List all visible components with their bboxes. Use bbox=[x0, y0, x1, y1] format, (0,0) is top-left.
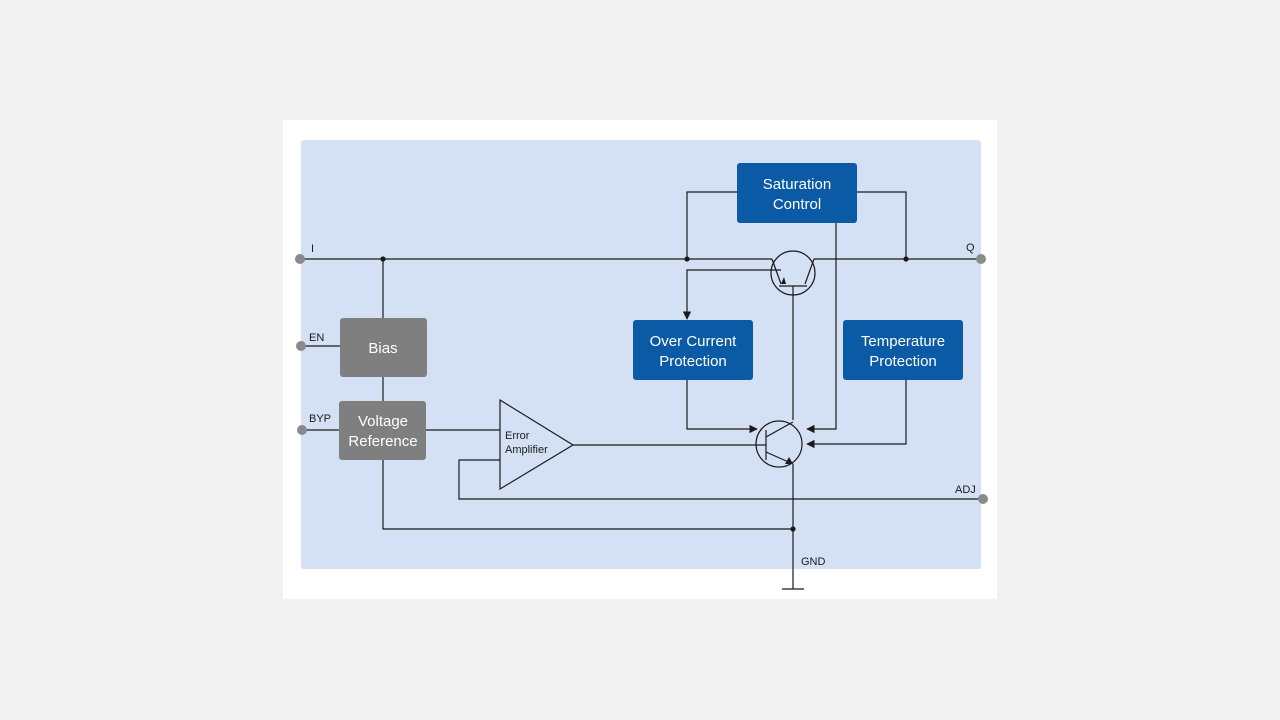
wire-ocp-to-drive bbox=[686, 380, 758, 434]
wire-adj-feedback bbox=[458, 459, 983, 500]
over-current-protection-block: Over Current Protection bbox=[633, 320, 753, 380]
drive-transistor bbox=[755, 420, 803, 468]
junction-dot bbox=[684, 256, 690, 262]
error-amplifier: Error Amplifier bbox=[499, 398, 575, 491]
wires bbox=[300, 191, 983, 590]
bias-block: Bias bbox=[340, 318, 427, 377]
pin-label-adj: ADJ bbox=[955, 484, 976, 496]
block-label: Reference bbox=[348, 433, 417, 450]
block-label: Protection bbox=[659, 353, 727, 370]
pin-label-i: I bbox=[311, 243, 314, 255]
block-label: Protection bbox=[869, 353, 937, 370]
pin-adj-terminal bbox=[978, 494, 988, 504]
pin-label-gnd: GND bbox=[801, 556, 826, 568]
pin-en-terminal bbox=[296, 341, 306, 351]
block-label: Over Current bbox=[650, 333, 738, 350]
junction-dot bbox=[790, 526, 796, 532]
wire-temp-to-drive bbox=[806, 380, 907, 449]
wire-sat-left bbox=[686, 191, 737, 259]
junction-dot bbox=[380, 256, 386, 262]
pin-terminals bbox=[295, 254, 988, 504]
wire-sense-to-ocp bbox=[682, 269, 781, 320]
pin-label-q: Q bbox=[966, 242, 975, 254]
pin-labels: I Q EN BYP ADJ GND bbox=[309, 242, 976, 568]
pin-i-terminal bbox=[295, 254, 305, 264]
block-label: Saturation bbox=[763, 176, 831, 193]
block-label: Temperature bbox=[861, 333, 945, 350]
pin-byp-terminal bbox=[297, 425, 307, 435]
block-label: Control bbox=[773, 196, 821, 213]
amplifier-label: Amplifier bbox=[505, 444, 548, 456]
block-label: Bias bbox=[368, 340, 397, 357]
wire-sat-right bbox=[857, 191, 907, 259]
saturation-control-block: Saturation Control bbox=[737, 163, 857, 223]
wire-sat-to-drive bbox=[806, 223, 837, 434]
pin-label-byp: BYP bbox=[309, 413, 331, 425]
junction-dot bbox=[903, 256, 909, 262]
amplifier-label: Error bbox=[505, 430, 530, 442]
junctions bbox=[380, 256, 909, 532]
block-label: Voltage bbox=[358, 413, 408, 430]
wire-vref-to-gnd bbox=[382, 460, 793, 530]
pass-transistor bbox=[770, 250, 816, 296]
voltage-reference-block: Voltage Reference bbox=[339, 401, 426, 460]
pin-q-terminal bbox=[976, 254, 986, 264]
pin-label-en: EN bbox=[309, 332, 324, 344]
temperature-protection-block: Temperature Protection bbox=[843, 320, 963, 380]
